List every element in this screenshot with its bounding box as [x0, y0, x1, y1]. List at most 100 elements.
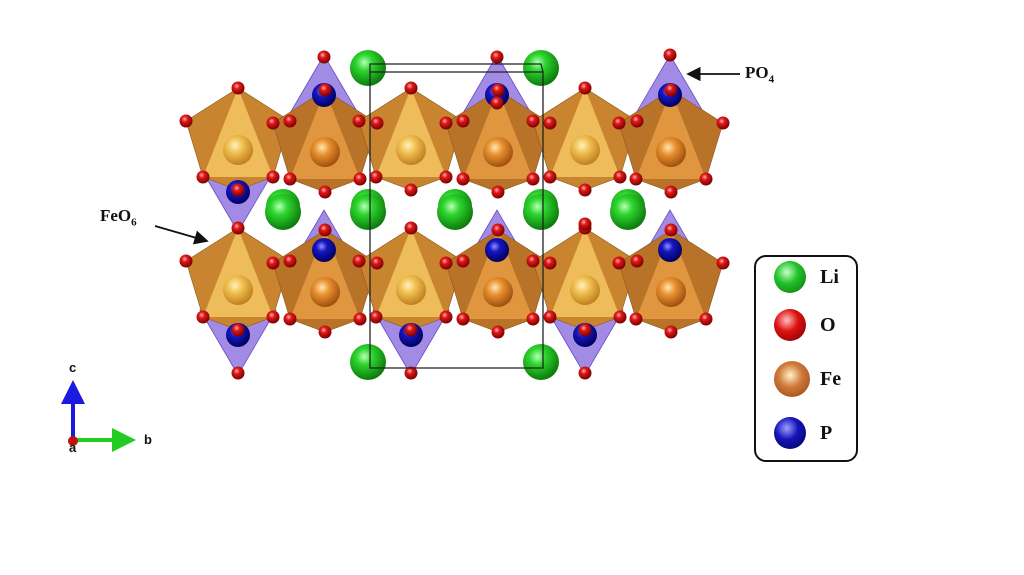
o-atom [526, 254, 540, 268]
o-atom [630, 254, 644, 268]
o-atom [370, 256, 384, 270]
feo6-face [550, 88, 620, 177]
li-atom [350, 194, 386, 230]
feo6-face [636, 230, 706, 319]
o-atom [266, 310, 280, 324]
o-atom [352, 114, 366, 128]
li-atom [523, 344, 559, 380]
li-atom [523, 194, 559, 230]
o-atom [283, 172, 297, 186]
feo6-face [203, 228, 273, 317]
o-atom [196, 170, 210, 184]
o-atom [699, 312, 713, 326]
o-atom [543, 310, 557, 324]
o-atom [664, 185, 678, 199]
o-atom [231, 183, 245, 197]
feo6-face [463, 90, 533, 179]
o-atom [664, 83, 678, 97]
o-atom [664, 223, 678, 237]
o-atom [283, 114, 297, 128]
o-atom [612, 116, 626, 130]
o-atom [456, 312, 470, 326]
o-atom [179, 254, 193, 268]
legend-item-li: Li [774, 261, 839, 293]
feo6-label: FeO6 [100, 206, 137, 229]
legend-item-p: P [774, 417, 832, 449]
o-atom [283, 312, 297, 326]
li-atom [350, 344, 386, 380]
o-atom [716, 256, 730, 270]
o-atom [404, 183, 418, 197]
o-atom [317, 50, 331, 64]
o-atom [629, 312, 643, 326]
p-atom [658, 238, 682, 262]
o-atom [318, 83, 332, 97]
p-atom [485, 238, 509, 262]
o-atom [266, 116, 280, 130]
fe-atom [223, 275, 253, 305]
o-atom [490, 50, 504, 64]
o-atom [231, 323, 245, 337]
fe-atom [570, 135, 600, 165]
o-atom [716, 116, 730, 130]
o-atom [490, 96, 504, 110]
fe-atom [483, 277, 513, 307]
fe-ball-icon [774, 361, 810, 397]
legend-item-o: O [774, 309, 836, 341]
li-atom [523, 50, 559, 86]
o-atom [353, 312, 367, 326]
o-atom [179, 114, 193, 128]
feo6-face [463, 230, 533, 319]
li-atom [437, 194, 473, 230]
o-atom [629, 172, 643, 186]
o-atom [352, 254, 366, 268]
o-atom [456, 114, 470, 128]
o-atom [439, 116, 453, 130]
axis-label-c: c [69, 360, 77, 375]
legend-item-fe: Fe [774, 361, 841, 397]
o-atom [404, 221, 418, 235]
feo6-face [290, 90, 360, 179]
o-atom [613, 310, 627, 324]
o-atom [196, 310, 210, 324]
o-atom [526, 312, 540, 326]
feo6-arrow [154, 225, 209, 245]
o-atom [439, 170, 453, 184]
fe-atom [223, 135, 253, 165]
axis-label-a: a [69, 440, 77, 455]
o-atom [283, 254, 297, 268]
legend: Li O Fe P [754, 255, 858, 462]
o-atom [404, 323, 418, 337]
li-atom [350, 50, 386, 86]
o-atom [369, 310, 383, 324]
fe-atom [310, 137, 340, 167]
o-atom [543, 256, 557, 270]
o-atom [491, 185, 505, 199]
o-atom [456, 172, 470, 186]
o-atom [231, 366, 245, 380]
p-atom [312, 238, 336, 262]
o-atom [578, 323, 592, 337]
li-atom [265, 194, 301, 230]
o-atom [318, 185, 332, 199]
o-atom [318, 325, 332, 339]
feo6-face [550, 228, 620, 317]
o-atom [613, 170, 627, 184]
o-atom [526, 114, 540, 128]
p-ball-icon [774, 417, 806, 449]
o-atom [578, 217, 592, 231]
o-atom [231, 221, 245, 235]
o-atom [369, 170, 383, 184]
fe-atom [396, 275, 426, 305]
feo6-face [376, 228, 446, 317]
axis-indicator [61, 380, 136, 452]
o-atom [664, 325, 678, 339]
a-axis-dot [68, 436, 78, 446]
feo6-face [376, 88, 446, 177]
feo6-face [203, 88, 273, 177]
po4-label: PO4 [745, 63, 775, 86]
o-atom [353, 172, 367, 186]
fe-atom [656, 137, 686, 167]
li-ball-icon [774, 261, 806, 293]
